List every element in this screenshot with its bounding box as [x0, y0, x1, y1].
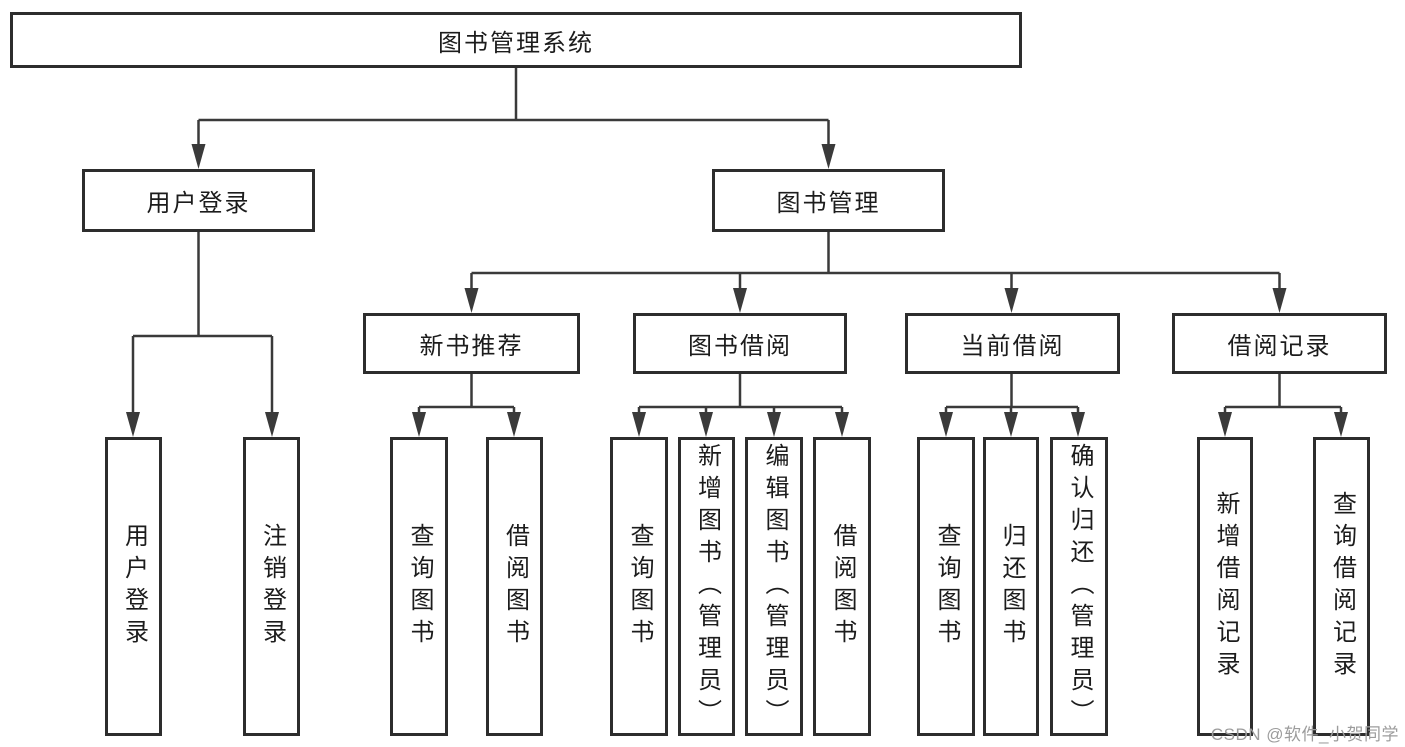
connector-path [637, 374, 844, 414]
leaf-query-books-borrow-label: 查询图书 [626, 522, 653, 651]
leaf-user-login-label: 用户登录 [120, 522, 148, 651]
connector-path [470, 232, 1281, 290]
leaf-add-books-admin-label: 新增图书（管理员） [693, 442, 721, 731]
arrowhead [1218, 412, 1232, 437]
leaf-borrow-books-borrow-label: 借阅图书 [829, 522, 856, 651]
arrowhead [265, 412, 279, 437]
arrowhead [835, 412, 849, 437]
arrowhead [191, 144, 206, 169]
leaf-borrow-books-newbook-label: 借阅图书 [501, 522, 529, 651]
leaf-borrow-books-newbook: 借阅图书 [486, 437, 543, 736]
leaf-return-books-label: 归还图书 [998, 522, 1025, 651]
connector-path [944, 374, 1080, 414]
node-book-management: 图书管理 [712, 169, 945, 232]
leaf-user-login: 用户登录 [105, 437, 162, 736]
arrowhead [939, 412, 953, 437]
node-current-borrowing-label: 当前借阅 [960, 333, 1065, 360]
arrowhead [733, 288, 747, 313]
leaf-query-books-borrow: 查询图书 [610, 437, 668, 736]
node-library-system-label: 图书管理系统 [438, 29, 594, 57]
arrowhead [507, 412, 521, 437]
node-book-borrowing-label: 图书借阅 [688, 333, 792, 360]
leaf-query-books-current: 查询图书 [917, 437, 975, 736]
leaf-query-borrow-record-label: 查询借阅记录 [1328, 490, 1356, 683]
leaf-return-books: 归还图书 [983, 437, 1039, 736]
connector-bookborrow-to-leaves [632, 374, 849, 437]
leaf-logout: 注销登录 [243, 437, 300, 736]
node-current-borrowing: 当前借阅 [905, 313, 1120, 374]
arrowhead [767, 412, 781, 437]
connector-root-to-level1 [191, 68, 836, 169]
arrowhead [126, 412, 140, 437]
connector-userlogin-to-leaves [126, 232, 279, 437]
leaf-logout-label: 注销登录 [258, 522, 286, 651]
leaf-edit-books-admin: 编辑图书（管理员） [745, 437, 803, 736]
arrowhead [1004, 288, 1019, 313]
connector-currentborrow-to-leaves [939, 374, 1085, 437]
connector-path [417, 374, 516, 414]
leaf-query-books-current-label: 查询图书 [933, 522, 960, 651]
node-user-login-label: 用户登录 [146, 190, 251, 217]
arrowhead [1272, 288, 1287, 313]
leaf-confirm-return-admin-label: 确认归还（管理员） [1066, 442, 1093, 731]
leaf-add-borrow-record: 新增借阅记录 [1197, 437, 1253, 736]
arrowhead [464, 288, 479, 313]
node-borrowing-records: 借阅记录 [1172, 313, 1387, 374]
node-book-borrowing: 图书借阅 [633, 313, 847, 374]
connector-path [1223, 374, 1343, 414]
leaf-borrow-books-borrow: 借阅图书 [813, 437, 871, 736]
arrowhead [699, 412, 713, 437]
arrowhead [1071, 412, 1085, 437]
leaf-add-books-admin: 新增图书（管理员） [678, 437, 735, 736]
connector-borrowrecord-to-leaves [1218, 374, 1348, 437]
connector-bookmgmt-to-level2 [464, 232, 1287, 313]
leaf-query-borrow-record: 查询借阅记录 [1313, 437, 1370, 736]
node-new-book-recommend: 新书推荐 [363, 313, 580, 374]
leaf-confirm-return-admin: 确认归还（管理员） [1050, 437, 1108, 736]
arrowhead [821, 144, 836, 169]
arrowhead [1004, 412, 1018, 437]
leaf-query-books-newbook: 查询图书 [390, 437, 448, 736]
arrowhead [412, 412, 426, 437]
arrowhead [632, 412, 646, 437]
connector-path [131, 232, 274, 414]
connector-newbook-to-leaves [412, 374, 521, 437]
node-book-management-label: 图书管理 [776, 190, 881, 217]
csdn-watermark: CSDN @软件_小贺同学 [1210, 725, 1399, 744]
leaf-edit-books-admin-label: 编辑图书（管理员） [761, 442, 788, 731]
leaf-query-books-newbook-label: 查询图书 [406, 522, 433, 651]
node-new-book-recommend-label: 新书推荐 [419, 333, 524, 360]
connector-path [197, 68, 830, 146]
node-user-login: 用户登录 [82, 169, 315, 232]
leaf-add-borrow-record-label: 新增借阅记录 [1212, 490, 1239, 683]
arrowhead [1334, 412, 1348, 437]
node-borrowing-records-label: 借阅记录 [1227, 333, 1332, 360]
node-library-system: 图书管理系统 [10, 12, 1022, 68]
